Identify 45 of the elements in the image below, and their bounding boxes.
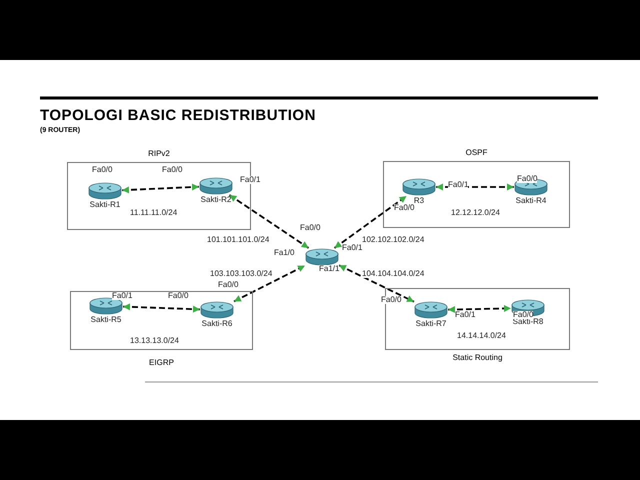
area-label: EIGRP — [148, 358, 175, 367]
router-name: Sakti-R5 — [90, 316, 122, 324]
interface-label: 11.11.11.0/24 — [130, 209, 178, 217]
interface-label: 12.12.12.0/24 — [451, 209, 500, 217]
cable-link — [122, 184, 200, 194]
router-name: Sakti-R8 — [512, 318, 544, 326]
interface-label: Fa0/1 — [455, 311, 476, 319]
interface-label: 104.104.104.0/24 — [362, 270, 424, 278]
interface-label: Fa0/0 — [168, 292, 188, 300]
interface-label: Fa0/1 — [112, 292, 132, 300]
router-name: R3 — [414, 197, 424, 205]
interface-label: Fa0/1 — [342, 244, 362, 252]
interface-label: Fa0/0 — [92, 166, 112, 174]
interface-label: Fa0/0 — [162, 166, 182, 174]
router-name: Sakti-R1 — [90, 201, 120, 209]
router-name: Sakti-R6 — [202, 320, 232, 328]
router-name: Sakti-R7 — [416, 320, 446, 328]
title: TOPOLOGI BASIC REDISTRIBUTION — [40, 107, 316, 124]
interface-label: 14.14.14.0/24 — [457, 332, 506, 340]
router-name: Sakti-R4 — [516, 197, 546, 205]
cable-link — [234, 264, 306, 302]
interface-label: Fa0/1 — [448, 181, 468, 189]
interface-label: Fa1/1 — [319, 265, 340, 273]
cable-link — [122, 303, 200, 313]
interface-label: Fa0/0 — [300, 224, 320, 232]
cable-link — [338, 264, 414, 303]
cable-link — [448, 305, 512, 313]
interface-label: Fa0/0 — [218, 281, 238, 289]
area-label: RIPv2 — [147, 149, 171, 158]
area-label: OSPF — [464, 148, 488, 157]
interface-label: Fa0/0 — [394, 204, 414, 212]
interface-label: Fa1/0 — [274, 249, 294, 257]
interface-label: Fa0/0 — [381, 296, 402, 304]
interface-label: 13.13.13.0/24 — [130, 337, 179, 345]
cable-link — [334, 195, 408, 249]
interface-label: Fa0/1 — [240, 176, 260, 184]
interface-label: 103.103.103.0/24 — [210, 270, 272, 278]
cable-link — [228, 194, 310, 249]
area-label: Static Routing — [452, 353, 504, 362]
router-name: Sakti-R2 — [200, 196, 232, 204]
interface-label: 102.102.102.0/24 — [362, 236, 424, 244]
interface-label: 101.101.101.0/24 — [207, 236, 270, 244]
interface-label: Fa0/0 — [517, 175, 538, 183]
cable-link — [436, 184, 514, 190]
interface-label: Fa0/0 — [513, 311, 534, 319]
